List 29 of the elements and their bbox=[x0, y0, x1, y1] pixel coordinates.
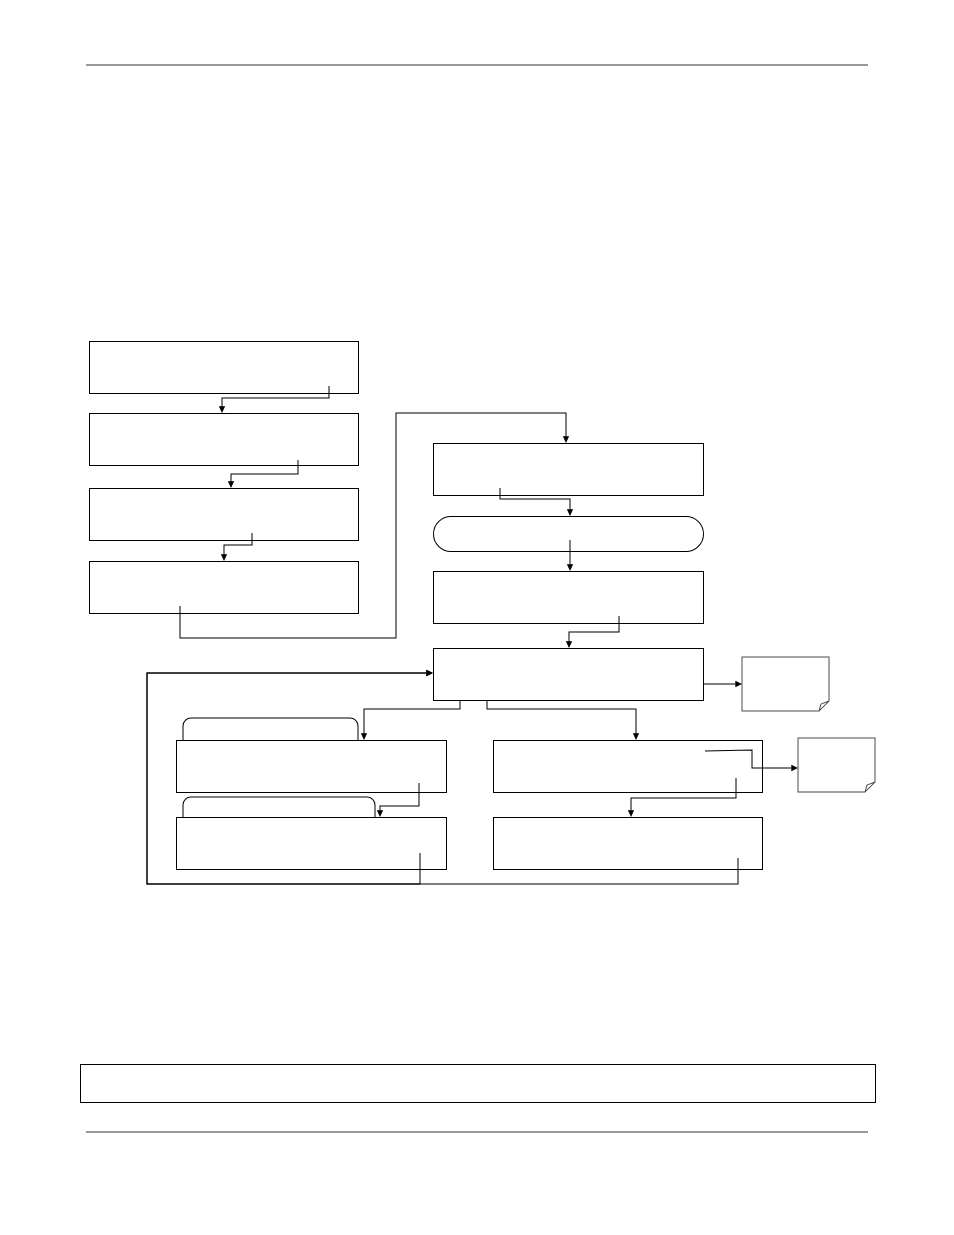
arrow bbox=[486, 700, 639, 740]
arrow bbox=[566, 615, 620, 648]
process-box bbox=[493, 817, 763, 870]
process-box bbox=[433, 648, 704, 701]
arrow bbox=[702, 681, 742, 687]
process-box bbox=[89, 488, 359, 541]
arrow bbox=[628, 777, 737, 817]
process-box bbox=[89, 341, 359, 394]
arrow bbox=[219, 385, 330, 413]
document-icon bbox=[797, 737, 876, 793]
process-box bbox=[176, 740, 447, 793]
arrow bbox=[361, 700, 461, 740]
process-box bbox=[176, 817, 447, 870]
terminal-box bbox=[433, 516, 704, 552]
arrow bbox=[704, 749, 798, 771]
arrow bbox=[146, 670, 433, 885]
process-box bbox=[433, 571, 704, 624]
process-box bbox=[89, 413, 359, 466]
process-box bbox=[89, 561, 359, 614]
process-box bbox=[493, 740, 763, 793]
arrow bbox=[228, 459, 299, 488]
process-box bbox=[80, 1064, 876, 1103]
process-box bbox=[433, 443, 704, 496]
document-icon bbox=[741, 656, 830, 712]
arrow bbox=[567, 539, 573, 571]
arrow bbox=[221, 532, 253, 561]
arrow bbox=[499, 487, 573, 516]
arrow bbox=[179, 412, 569, 639]
arrow bbox=[377, 782, 420, 817]
